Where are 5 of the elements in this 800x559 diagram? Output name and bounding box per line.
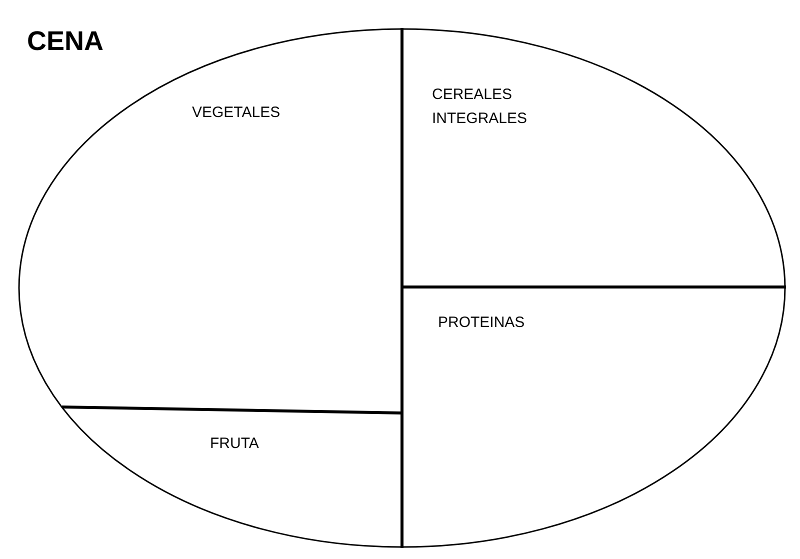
section-label: FRUTA — [210, 434, 260, 454]
section-label: VEGETALES — [192, 103, 282, 123]
section-label: PROTEINAS — [438, 313, 526, 333]
title: CENA — [27, 26, 104, 57]
section-label: CEREALES INTEGRALES — [432, 85, 528, 129]
